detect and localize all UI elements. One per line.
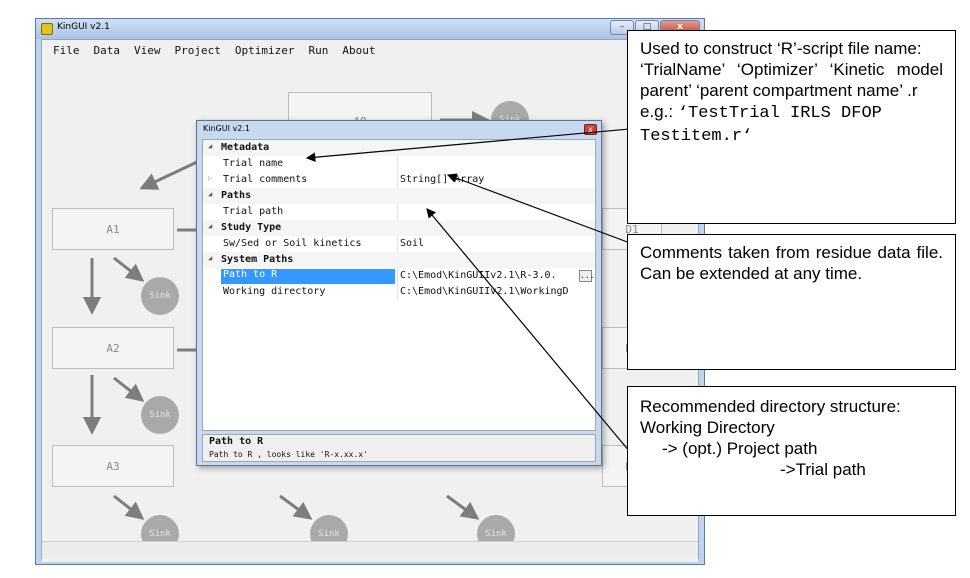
property-name: Trial path (223, 206, 284, 217)
property-trial-name[interactable]: Trial name (203, 156, 595, 172)
category-label: Study Type (221, 222, 282, 233)
category-paths[interactable]: ◢ Paths (203, 188, 595, 204)
category-study-type[interactable]: ◢ Study Type (203, 220, 595, 236)
menu-bar: File Data View Project Optimizer Run Abo… (42, 40, 698, 60)
working-directory-input[interactable]: C:\Emod\KinGUIIv2.1\WorkingD (400, 286, 569, 297)
sink-node[interactable]: Sink (141, 396, 179, 434)
property-grid: ◢ Metadata Trial name ▷ Trial comments S… (202, 139, 596, 431)
property-path-to-r[interactable]: Path to R C:\Emod\KinGUIIv2.1\R-3.0. ... (203, 268, 595, 284)
category-system-paths[interactable]: ◢ System Paths (203, 252, 595, 268)
callout-example: e.g.: ‘TestTrial IRLS DFOP Testitem.r‘ (640, 102, 882, 146)
category-label: Paths (221, 190, 252, 201)
property-help-box: Path to R Path to R , looks like 'R-x.xx… (202, 434, 596, 462)
callout-text: Recommended directory structure: Working… (640, 397, 901, 437)
help-title: Path to R (209, 436, 264, 447)
menu-project[interactable]: Project (174, 44, 221, 57)
property-name: Path to R (221, 269, 395, 284)
compartment-a3[interactable]: A3 (52, 445, 174, 487)
trial-comments-value[interactable]: String[] Array (400, 174, 485, 185)
dialog-title: KinGUI v2.1 (203, 124, 250, 133)
expand-icon[interactable]: ▷ (208, 174, 213, 182)
dialog-close-button[interactable]: x (584, 124, 597, 135)
callout-script-name: Used to construct ‘R’-script file name: … (627, 30, 956, 224)
compartment-a1[interactable]: A1 (52, 208, 174, 250)
collapse-icon[interactable]: ◢ (208, 190, 213, 198)
window-title: KinGUI v2.1 (57, 22, 110, 32)
callout-text: Used to construct ‘R’-script file name: (640, 39, 922, 58)
menu-about[interactable]: About (342, 44, 376, 57)
trial-properties-dialog: KinGUI v2.1 x ◢ Metadata Trial name ▷ Tr… (196, 120, 602, 466)
menu-data[interactable]: Data (93, 44, 121, 57)
kinetics-select[interactable]: Soil (400, 238, 425, 249)
sink-node[interactable]: Sink (141, 277, 179, 315)
property-name: Sw/Sed or Soil kinetics (223, 238, 362, 249)
collapse-icon[interactable]: ◢ (208, 254, 213, 262)
menu-run[interactable]: Run (308, 44, 329, 57)
category-metadata[interactable]: ◢ Metadata (203, 140, 595, 156)
path-to-r-input[interactable]: C:\Emod\KinGUIIv2.1\R-3.0. (400, 270, 557, 281)
menu-view[interactable]: View (134, 44, 161, 57)
property-working-directory[interactable]: Working directory C:\Emod\KinGUIIv2.1\Wo… (203, 284, 595, 300)
property-trial-comments[interactable]: ▷ Trial comments String[] Array (203, 172, 595, 188)
property-name: Working directory (223, 286, 326, 297)
callout-directory-structure: Recommended directory structure: Working… (627, 386, 956, 516)
menu-file[interactable]: File (53, 44, 80, 57)
category-label: System Paths (221, 254, 294, 265)
callout-text: -> (opt.) Project path (662, 439, 818, 458)
app-icon (41, 23, 53, 35)
category-label: Metadata (221, 142, 270, 153)
callout-text: Comments taken from residue data file. C… (640, 243, 943, 283)
callout-comments: Comments taken from residue data file. C… (627, 234, 956, 370)
collapse-icon[interactable]: ◢ (208, 142, 213, 150)
compartment-a2[interactable]: A2 (52, 327, 174, 369)
property-trial-path[interactable]: Trial path (203, 204, 595, 220)
callout-text: ‘TrialName’ ‘Optimizer’ ‘Kinetic model p… (640, 60, 943, 100)
property-name: Trial comments (223, 174, 308, 185)
collapse-icon[interactable]: ◢ (208, 222, 213, 230)
property-name: Trial name (223, 158, 284, 169)
menu-optimizer[interactable]: Optimizer (234, 44, 295, 57)
help-description: Path to R , looks like 'R-x.xx.x' (209, 450, 368, 459)
callout-text: ->Trial path (780, 460, 866, 479)
property-kinetics[interactable]: Sw/Sed or Soil kinetics Soil (203, 236, 595, 252)
status-bar (42, 541, 698, 558)
browse-button[interactable]: ... (579, 270, 595, 282)
